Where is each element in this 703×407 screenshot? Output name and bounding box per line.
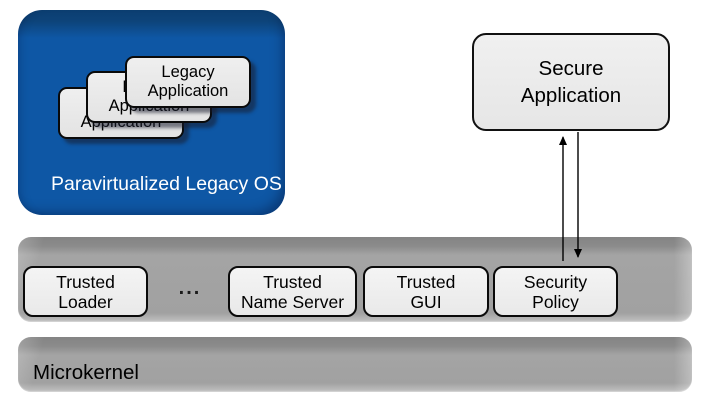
legacy-application-box: Legacy Application — [125, 56, 251, 108]
legacy-os-label: Paravirtualized Legacy OS — [51, 173, 282, 195]
secure-application-label: Secure — [538, 57, 604, 80]
more-components-ellipsis: ... — [178, 277, 202, 299]
legacy-application-label: Application — [147, 82, 229, 100]
security-policy-box: Security Policy — [493, 266, 618, 317]
trusted-loader-box: Trusted Loader — [23, 266, 148, 317]
trusted-loader-label: Loader — [58, 291, 113, 312]
legacy-application-label: Legacy — [161, 63, 215, 81]
microkernel-bar: Microkernel — [18, 337, 692, 392]
microkernel-label: Microkernel — [33, 361, 139, 384]
secure-application-label: Application — [520, 84, 622, 107]
trusted-gui-box: Trusted GUI — [363, 266, 489, 317]
trusted-gui-label: GUI — [410, 291, 442, 312]
paravirtualized-legacy-os-box: Legacy Application Legacy Application Le… — [18, 10, 285, 215]
security-policy-label: Security — [523, 271, 588, 292]
secure-application-box: Secure Application — [472, 33, 670, 131]
trusted-name-server-label: Name Server — [240, 291, 345, 312]
security-policy-label: Policy — [532, 291, 579, 312]
trusted-components-bar: Trusted Loader ... Trusted Name Server T… — [18, 237, 692, 322]
trusted-loader-label: Trusted — [56, 271, 115, 292]
trusted-name-server-label: Trusted — [263, 271, 322, 292]
trusted-name-server-box: Trusted Name Server — [228, 266, 357, 317]
trusted-gui-label: Trusted — [396, 271, 456, 292]
